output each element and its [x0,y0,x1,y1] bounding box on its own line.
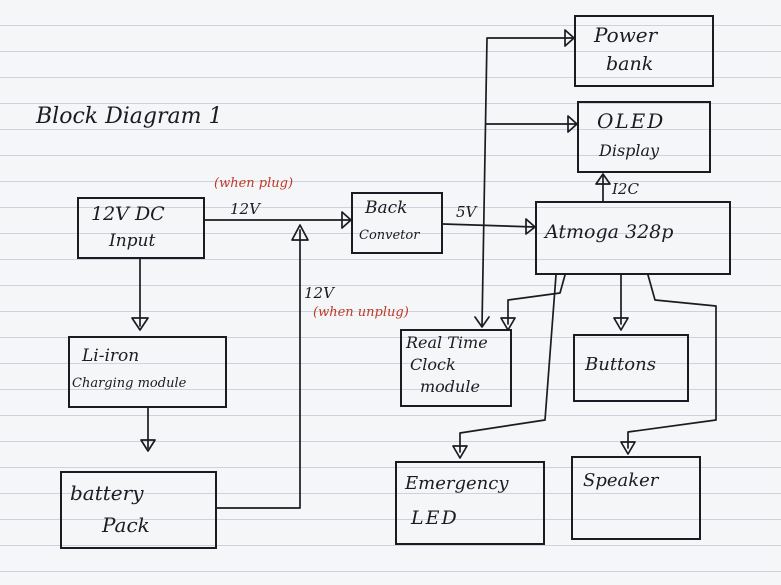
label-12v-side: 12V [304,284,334,302]
wire-battery-return [216,229,301,509]
block-atmega: Atmoga 328p [535,201,731,275]
block-speaker: Speaker [571,456,701,540]
diagram-title: Block Diagram 1 [36,104,223,129]
led-line1: Emergency [405,473,509,494]
arrowhead-led [452,445,468,459]
wire-atmega-to-rtc [507,274,566,325]
block-oled: OLED Display [577,101,711,173]
label-when-plug: (when plug) [214,176,294,191]
arrowhead-i2c [595,173,611,185]
block-battery-pack: battery Pack [60,471,217,549]
label-12v-top: 12V [230,200,260,218]
block-rtc: Real Time Clock module [400,329,512,407]
speaker-label: Speaker [583,470,659,491]
rtc-line2: Clock [410,355,456,374]
arrowhead-rtc-bus [474,316,490,328]
led-line2: LED [411,507,459,529]
dc-input-line2: Input [109,231,156,251]
dc-input-line1: 12V DC [91,203,165,225]
battery-line2: Pack [102,513,150,537]
wire-atmega-to-led [459,274,557,453]
label-5v: 5V [456,203,477,221]
block-liion-charging: Li-iron Charging module [68,336,227,408]
battery-line1: battery [70,481,144,505]
wire-vertical-bus [481,37,575,327]
arrowhead-oled [567,115,578,133]
buttons-label: Buttons [585,354,656,375]
label-when-unplug: (when unplug) [313,305,409,320]
arrowhead-buttons [613,317,629,331]
label-i2c: I2C [612,180,639,198]
arrowhead-battery [140,439,156,452]
wire-atmega-to-speaker [627,274,717,449]
liion-line2: Charging module [72,376,187,391]
atmega-label: Atmoga 328p [545,221,674,243]
block-dc-input: 12V DC Input [77,197,205,259]
arrowhead-atmega-in [525,218,536,235]
block-power-bank: Power bank [574,15,714,87]
oled-line1: OLED [597,109,666,133]
arrowhead-unplug [291,224,309,241]
wire-buck-to-atmega [442,223,536,228]
arrowhead-speaker [620,441,636,455]
block-emergency-led: Emergency LED [395,461,545,545]
power-bank-line2: bank [606,53,654,75]
rtc-line3: module [420,377,480,396]
arrowhead-rtc [500,317,516,331]
rtc-line1: Real Time [406,333,488,352]
block-buck-converter: Back Convetor [351,192,443,254]
oled-line2: Display [599,141,660,160]
buck-line2: Convetor [359,228,420,243]
arrowhead-liion [131,317,149,331]
liion-line1: Li-iron [82,346,140,366]
power-bank-line1: Power [594,23,658,47]
arrowhead-power-bank [564,29,575,47]
block-buttons: Buttons [573,334,689,402]
arrowhead-buck-in [341,211,352,229]
buck-line1: Back [365,198,408,218]
